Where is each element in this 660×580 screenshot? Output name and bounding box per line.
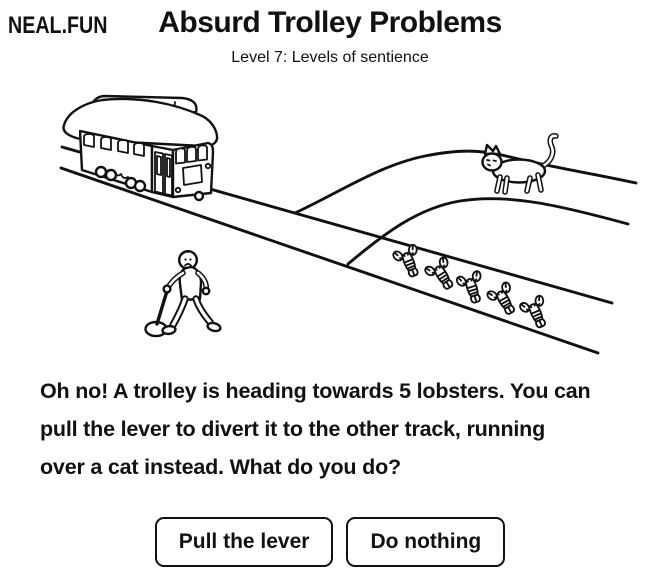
pull-lever-button[interactable]: Pull the lever — [154, 517, 334, 567]
lobster-icon — [452, 267, 491, 308]
do-nothing-button[interactable]: Do nothing — [346, 517, 506, 567]
trolley-icon — [62, 94, 219, 202]
cat-icon — [481, 133, 559, 195]
action-buttons: Pull the lever Do nothing — [0, 517, 660, 567]
question-line: Oh no! A trolley is heading towards 5 lo… — [40, 379, 591, 403]
lobster-icon — [482, 277, 525, 321]
lobster-icon — [420, 252, 463, 297]
track-branch — [293, 149, 638, 266]
page-title: Absurd Trolley Problems — [158, 6, 502, 39]
scene-illustration — [59, 94, 638, 355]
level-subtitle: Level 7: Levels of sentience — [231, 49, 429, 66]
question-line: pull the lever to divert it to the other… — [40, 417, 546, 441]
question-text: Oh no! A trolley is heading towards 5 lo… — [40, 372, 640, 486]
neal-fun-logo[interactable]: NEAL.FUN — [8, 12, 108, 39]
question-line: over a cat instead. What do you do? — [40, 455, 401, 479]
lobsters-group — [388, 240, 556, 334]
lever-person-icon — [161, 249, 222, 336]
